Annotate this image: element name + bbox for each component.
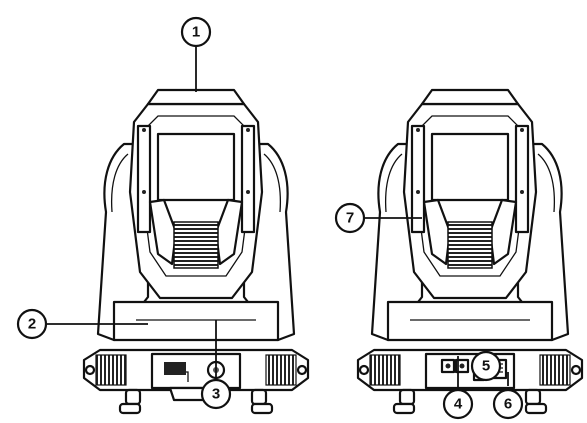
display-screen [164, 362, 186, 375]
svg-text:1: 1 [192, 24, 200, 41]
svg-text:2: 2 [28, 316, 36, 333]
svg-text:4: 4 [454, 396, 463, 413]
fixture-front [82, 88, 310, 415]
callout-5: 5 [470, 350, 502, 382]
callout-7: 7 [334, 202, 366, 234]
svg-text:7: 7 [346, 210, 354, 227]
callout-3: 3 [200, 378, 232, 410]
fixture-rear [356, 88, 584, 415]
callout-6: 6 [492, 388, 524, 420]
svg-text:6: 6 [504, 396, 512, 413]
callout-1: 1 [180, 16, 212, 48]
svg-text:3: 3 [212, 386, 220, 403]
callout-2: 2 [16, 308, 48, 340]
svg-text:5: 5 [482, 358, 490, 375]
callout-4: 4 [442, 388, 474, 420]
